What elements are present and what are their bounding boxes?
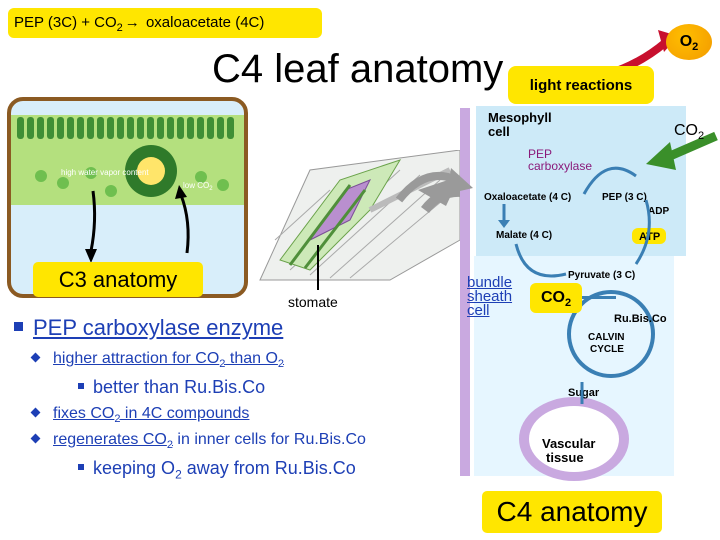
c3-low-co2-label: low CO2 — [183, 181, 213, 192]
pyruvate-label: Pyruvate (3 C) — [568, 270, 635, 281]
vascular-label-1: Vascular — [542, 436, 596, 451]
bullet-pep-carboxylase: PEP carboxylase enzyme — [14, 315, 283, 341]
pep-label: PEP (3 C) — [602, 192, 647, 203]
bullet-item-3: regenerates CO2 in inner cells for Ru.Bi… — [30, 431, 366, 451]
zoom-arrow — [395, 168, 473, 203]
bullet-item-1: higher attraction for CO2 than O2 — [30, 350, 284, 370]
o2-bubble: O2 — [666, 24, 712, 60]
stomate-label: stomate — [288, 294, 338, 310]
sugar-label: Sugar — [568, 387, 600, 399]
rubisco-label: Ru.Bis.Co — [614, 313, 667, 325]
mesophyll-label-2: cell — [488, 124, 510, 139]
c3-leaf-illustration: high water vapor content low CO2 — [11, 115, 244, 263]
equation-right: oxaloacetate (4C) — [141, 14, 265, 31]
malate-label: Malate (4 C) — [496, 230, 552, 241]
bullet-item-2: fixes CO2 in 4C compounds — [30, 405, 249, 425]
pep-carboxylase-label-2: carboxylase — [528, 159, 592, 173]
oxaloacetate-label: Oxaloacetate (4 C) — [484, 192, 571, 203]
adp-label: ADP — [648, 206, 669, 217]
c3-high-water-label: high water vapor content — [61, 168, 149, 177]
bullet-sub-1: better than Ru.Bis.Co — [78, 377, 265, 398]
calvin-label-2: CYCLE — [590, 344, 624, 355]
equation-box: PEP (3C) + CO2→ oxaloacetate (4C) — [8, 8, 322, 38]
calvin-label-1: CALVIN — [588, 332, 624, 343]
c3-anatomy-label: C3 anatomy — [33, 262, 203, 297]
c4-anatomy-label: C4 anatomy — [482, 491, 662, 533]
c4-leaf-illustration — [259, 150, 463, 290]
c4-pathway-diagram: Mesophyll cell PEP carboxylase Oxaloacet… — [460, 106, 686, 481]
bullet-sub-3: keeping O2 away from Ru.Bis.Co — [78, 458, 356, 482]
equation-left: PEP (3C) + CO — [14, 14, 117, 31]
o2-text: O — [679, 33, 693, 50]
slide-title: C4 leaf anatomy — [212, 47, 504, 91]
vascular-label-2: tissue — [546, 450, 584, 465]
light-reactions-box: light reactions — [508, 66, 654, 104]
co2-in-label: CO2 — [674, 122, 705, 143]
bullet-square — [14, 322, 23, 331]
equation-arrow: → — [124, 14, 140, 31]
co2-in-arrow — [646, 131, 718, 170]
atp-label: ATP — [639, 231, 660, 243]
equation-sub: 2 — [116, 22, 123, 34]
o2-sub: 2 — [692, 41, 699, 54]
bundle-sheath-label: bundle sheath cell — [467, 274, 513, 319]
co2-box: CO2 — [530, 283, 582, 313]
mesophyll-label-1: Mesophyll — [488, 110, 552, 125]
co2-to-rubisco-arrow — [582, 296, 616, 299]
pep-carboxylase-label-1: PEP — [528, 147, 552, 161]
